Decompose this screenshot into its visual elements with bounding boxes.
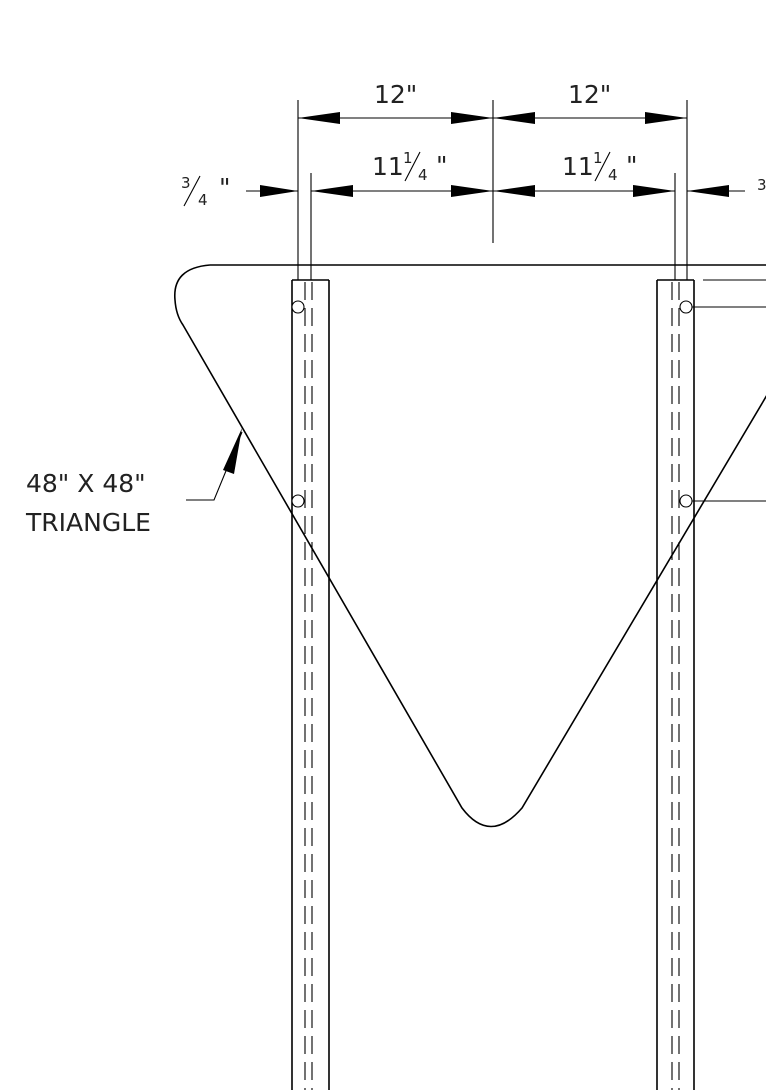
callout-arrowhead	[223, 428, 242, 474]
triangle-sign-outline	[174, 264, 766, 828]
callout-line-1: 48" X 48"	[26, 469, 146, 498]
fraction-denominator: 4	[418, 166, 428, 184]
arrowhead	[493, 185, 535, 197]
arrowhead	[451, 185, 493, 197]
callout-line-2: TRIANGLE	[25, 508, 151, 537]
arrowhead	[633, 185, 675, 197]
fraction-numerator: 3	[181, 174, 191, 192]
arrowhead	[493, 112, 535, 124]
left-post	[291, 279, 330, 1090]
bolt-hole	[291, 494, 305, 508]
arrowhead	[311, 185, 353, 197]
bolt-hole	[291, 300, 305, 314]
arrowhead	[451, 112, 493, 124]
fraction-denominator: 4	[198, 191, 208, 209]
triangle-callout: 48" X 48" TRIANGLE	[25, 428, 243, 537]
fraction-denominator: 4	[608, 166, 618, 184]
bolt-hole	[679, 494, 693, 508]
dimension-12in-row: 12" 12"	[297, 80, 688, 280]
right-post	[656, 279, 766, 1090]
dimension-label-11in-right: 11	[562, 152, 594, 181]
dimension-label-11in-left: 11	[372, 152, 404, 181]
arrowhead	[260, 185, 298, 197]
inch-mark: "	[626, 151, 638, 180]
inch-mark: "	[436, 151, 448, 180]
bolt-hole	[679, 300, 693, 314]
arrowhead	[687, 185, 729, 197]
arrowhead	[645, 112, 687, 124]
fraction-numerator: 1	[403, 149, 413, 167]
dimension-11-quarter-row: 11 1 4 " 11 1 4 " 3 4 " 3	[181, 149, 766, 280]
dimension-label-12in-left: 12"	[374, 80, 417, 109]
fraction-numerator: 1	[593, 149, 603, 167]
dimension-label-12in-right: 12"	[568, 80, 611, 109]
fraction-numerator-right: 3	[757, 176, 766, 194]
arrowhead	[298, 112, 340, 124]
inch-mark: "	[219, 173, 231, 202]
